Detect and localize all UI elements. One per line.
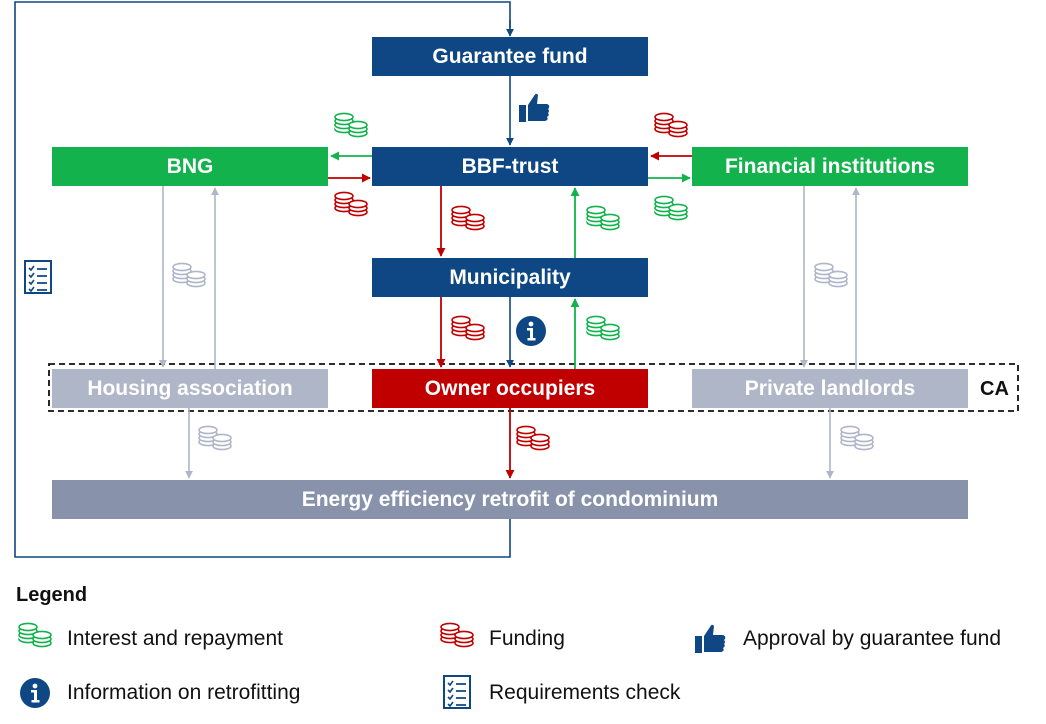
bbf-trust-label: BBF-trust (461, 154, 559, 178)
legend-approval-label: Approval by guarantee fund (743, 627, 1002, 650)
financial-institutions-node: Financial institutions (692, 147, 968, 186)
owner-occupiers-node: Owner occupiers (372, 369, 648, 408)
grey-coins-icon (814, 262, 848, 288)
ca-dashed-box (48, 363, 1019, 412)
legend-title: Legend (16, 584, 88, 606)
bbf-trust-node: BBF-trust (372, 147, 648, 186)
grey-coins-icon (840, 425, 874, 451)
ca-label: CA (980, 378, 1009, 400)
legend-interest-icon (18, 622, 52, 648)
legend-requirements-label: Requirements check (489, 681, 681, 704)
funding-coins-icon (451, 315, 485, 341)
housing-association-label: Housing association (87, 376, 293, 400)
info-icon (516, 316, 546, 346)
interest-coins-icon (586, 205, 620, 231)
interest-coins-icon (586, 315, 620, 341)
interest-coins-icon (654, 195, 688, 221)
funding-coins-icon (654, 112, 688, 138)
legend-funding-label: Funding (489, 627, 565, 650)
guarantee-fund-node: Guarantee fund (372, 37, 648, 76)
retrofit-node: Energy efficiency retrofit of condominiu… (52, 480, 968, 519)
municipality-label: Municipality (449, 265, 571, 289)
bng-label: BNG (166, 154, 214, 178)
legend-approval-icon (695, 624, 726, 653)
private-landlords-node: Private landlords (692, 369, 968, 408)
legend-requirements-icon (443, 675, 471, 709)
housing-association-node: Housing association (52, 369, 328, 408)
retrofit-label: Energy efficiency retrofit of condominiu… (301, 487, 719, 511)
legend-funding-icon (440, 622, 474, 648)
grey-coins-icon (172, 262, 206, 288)
owner-occupiers-label: Owner occupiers (424, 376, 596, 400)
legend-information-label: Information on retrofitting (67, 681, 301, 704)
legend-info-icon (20, 678, 50, 708)
funding-coins-icon (516, 425, 550, 451)
bng-node: BNG (52, 147, 328, 186)
interest-coins-icon (334, 112, 368, 138)
guarantee-fund-label: Guarantee fund (432, 44, 588, 68)
funding-coins-icon (334, 191, 368, 217)
private-landlords-label: Private landlords (744, 376, 916, 400)
approval-thumb-icon (519, 93, 550, 122)
loop-line (14, 1, 511, 558)
requirements-checklist-icon (24, 260, 52, 294)
grey-coins-icon (198, 425, 232, 451)
funding-coins-icon (451, 205, 485, 231)
municipality-node: Municipality (372, 258, 648, 297)
financial-institutions-label: Financial institutions (724, 154, 935, 178)
legend-interest-label: Interest and repayment (67, 627, 283, 650)
